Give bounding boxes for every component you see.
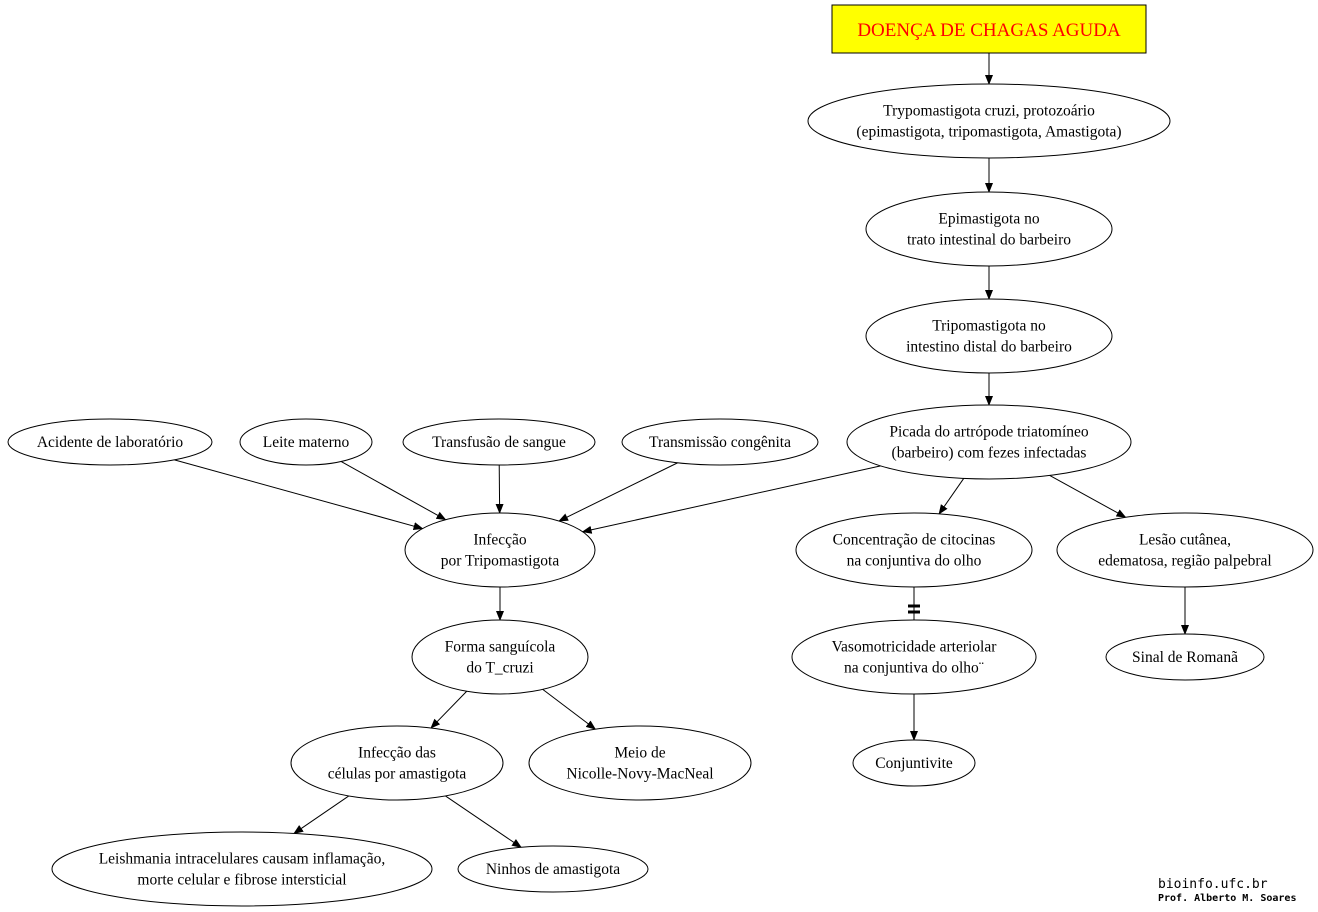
node-label-transfusao-0: Transfusão de sangue — [432, 434, 566, 451]
node-shape-meio — [528, 725, 752, 801]
node-label-citocinas-0: Concentração de citocinas — [833, 532, 996, 549]
node-label-vasomotricidade-1: na conjuntiva do olho¨ — [844, 660, 984, 677]
node-label-forma_sanguicola-1: do T_cruzi — [466, 660, 534, 677]
node-infeccao_tripo: Infecção por Tripomastigota — [404, 512, 596, 588]
node-shape-tripomastigota_intestino — [865, 298, 1113, 374]
node-shape-leite — [239, 418, 373, 466]
node-shape-vasomotricidade — [791, 619, 1037, 695]
node-acidente: Acidente de laboratório — [7, 418, 213, 466]
node-label-tripomastigota_intestino-1: intestino distal do barbeiro — [906, 339, 1072, 356]
node-shape-leishmania — [51, 831, 433, 907]
node-conjuntivite: Conjuntivite — [852, 739, 976, 787]
node-label-congenita-0: Transmissão congênita — [649, 434, 791, 451]
node-ninhos: Ninhos de amastigota — [457, 845, 649, 893]
node-shape-trypomastigota — [807, 83, 1171, 159]
node-meio: Meio de Nicolle-Novy-MacNeal — [528, 725, 752, 801]
node-label-leite-0: Leite materno — [263, 434, 350, 451]
node-congenita: Transmissão congênita — [621, 418, 819, 466]
node-vasomotricidade: Vasomotricidade arteriolar na conjuntiva … — [791, 619, 1037, 695]
root-label: DOENÇA DE CHAGAS AGUDA — [857, 20, 1121, 41]
node-shape-forma_sanguicola — [411, 619, 589, 695]
node-shape-lesao — [1056, 512, 1314, 588]
node-leite: Leite materno — [239, 418, 373, 466]
edge-acidente-to-infeccao_tripo — [174, 459, 424, 531]
node-trypomastigota: Trypomastigota cruzi, protozoário (epimas… — [807, 83, 1171, 159]
node-shape-epimastigota — [865, 191, 1113, 267]
node-label-leishmania-1: morte celular e fibrose intersticial — [137, 872, 346, 889]
edges — [174, 53, 1189, 848]
node-label-infeccao_celulas-1: células por amastigota — [328, 766, 467, 783]
node-shape-picada — [846, 404, 1132, 480]
node-label-forma_sanguicola-0: Forma sanguícola — [445, 639, 556, 656]
node-leishmania: Leishmania intracelulares causam inflama… — [51, 831, 433, 907]
edge-leite-to-infeccao_tripo — [340, 461, 447, 521]
node-citocinas: Concentração de citocinas na conjuntiva d… — [795, 512, 1033, 588]
node-label-tripomastigota_intestino-0: Tripomastigota no — [932, 318, 1046, 335]
node-picada: Picada do artrópode triatomíneo (barbeiro… — [846, 404, 1132, 480]
edge-congenita-to-infeccao_tripo — [558, 462, 678, 522]
edge-picada-to-infeccao_tripo — [581, 465, 881, 534]
node-label-meio-0: Meio de — [614, 745, 665, 762]
node-shape-ninhos — [457, 845, 649, 893]
nodes: DOENÇA DE CHAGAS AGUDA Trypomastigota cru… — [7, 4, 1314, 907]
edge-picada-to-citocinas — [938, 478, 965, 515]
node-shape-acidente — [7, 418, 213, 466]
node-shape-infeccao_celulas — [290, 725, 504, 801]
node-label-acidente-0: Acidente de laboratório — [37, 434, 184, 451]
node-label-leishmania-0: Leishmania intracelulares causam inflama… — [99, 851, 386, 868]
node-label-meio-1: Nicolle-Novy-MacNeal — [566, 766, 713, 783]
node-shape-conjuntivite — [852, 739, 976, 787]
node-label-epimastigota-0: Epimastigota no — [938, 211, 1039, 228]
node-label-romana-0: Sinal de Romanã — [1132, 649, 1238, 666]
node-label-trypomastigota-0: Trypomastigota cruzi, protozoário — [883, 103, 1095, 120]
node-shape-romana — [1105, 633, 1265, 681]
node-tripomastigota_intestino: Tripomastigota no intestino distal do bar… — [865, 298, 1113, 374]
node-label-infeccao_celulas-0: Infecção das — [358, 745, 436, 762]
node-label-picada-1: (barbeiro) com fezes infectadas — [892, 445, 1087, 462]
node-forma_sanguicola: Forma sanguícola do T_cruzi — [411, 619, 589, 695]
edge-forma_sanguicola-to-meio — [542, 688, 597, 730]
node-label-conjuntivite-0: Conjuntivite — [875, 755, 953, 772]
node-transfusao: Transfusão de sangue — [402, 418, 596, 466]
node-label-vasomotricidade-0: Vasomotricidade arteriolar — [832, 639, 998, 656]
credit-author: Prof. Alberto M. Soares — [1158, 893, 1297, 904]
edge-picada-to-lesao — [1049, 475, 1127, 518]
credit-site: bioinfo.ufc.br — [1158, 877, 1268, 892]
edge-infeccao_celulas-to-leishmania — [293, 795, 350, 834]
node-label-lesao-0: Lesão cutânea, — [1139, 532, 1231, 549]
node-label-epimastigota-1: trato intestinal do barbeiro — [907, 232, 1071, 249]
node-label-trypomastigota-1: (epimastigota, tripomastigota, Amastigot… — [856, 124, 1121, 141]
node-infeccao_celulas: Infecção das células por amastigota — [290, 725, 504, 801]
edge-infeccao_celulas-to-ninhos — [445, 795, 522, 848]
node-romana: Sinal de Romanã — [1105, 633, 1265, 681]
node-shape-congenita — [621, 418, 819, 466]
node-label-picada-0: Picada do artrópode triatomíneo — [889, 424, 1089, 441]
edge-forma_sanguicola-to-infeccao_celulas — [430, 690, 468, 729]
node-label-citocinas-1: na conjuntiva do olho — [847, 553, 982, 570]
node-shape-citocinas — [795, 512, 1033, 588]
node-shape-transfusao — [402, 418, 596, 466]
node-lesao: Lesão cutânea, edematosa, região palpebra… — [1056, 512, 1314, 588]
node-root: DOENÇA DE CHAGAS AGUDA — [831, 4, 1147, 54]
node-label-infeccao_tripo-1: por Tripomastigota — [441, 553, 560, 570]
node-epimastigota: Epimastigota no trato intestinal do barbe… — [865, 191, 1113, 267]
node-label-infeccao_tripo-0: Infecção — [473, 532, 527, 549]
node-shape-infeccao_tripo — [404, 512, 596, 588]
root-box — [831, 4, 1147, 54]
node-label-lesao-1: edematosa, região palpebral — [1098, 553, 1271, 570]
node-label-ninhos-0: Ninhos de amastigota — [486, 861, 620, 878]
